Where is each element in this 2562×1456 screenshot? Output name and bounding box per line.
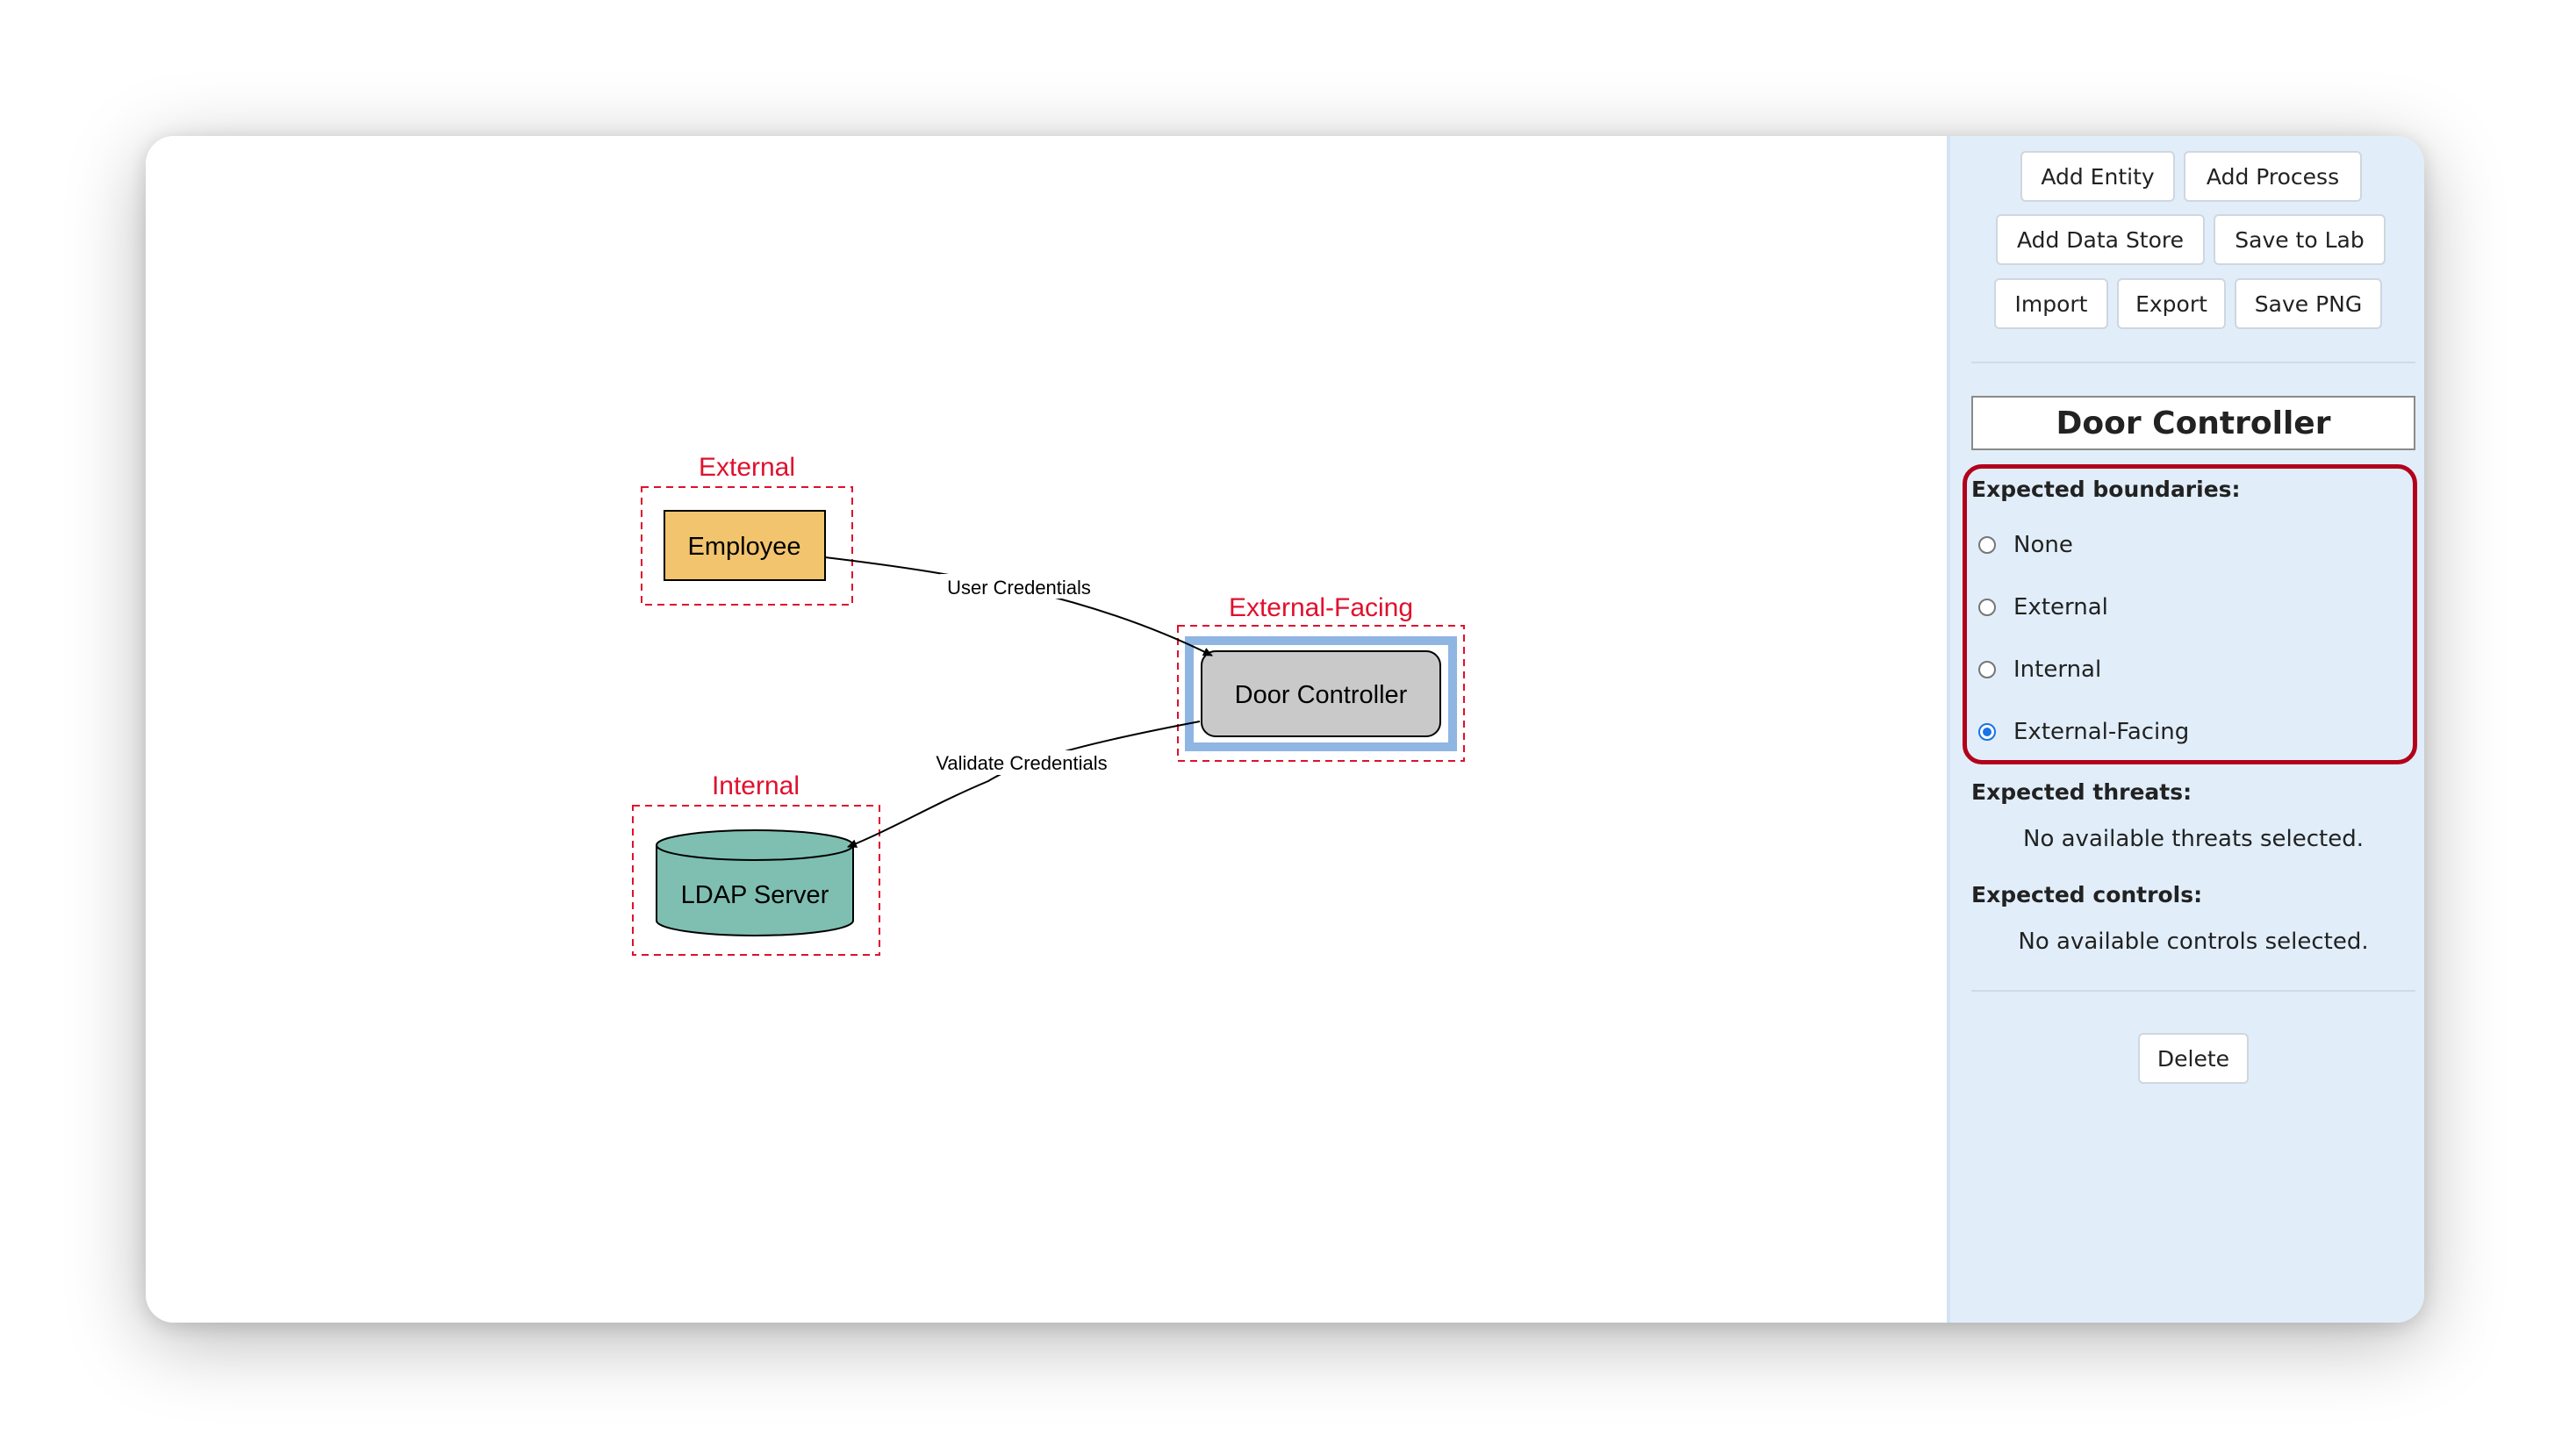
boundary-option-external[interactable]: External [1978,590,2108,625]
entity-employee[interactable]: Employee [664,510,826,581]
datastore-ldap-server[interactable]: LDAP Server [656,829,854,936]
process-door-controller[interactable]: Door Controller [1185,636,1457,751]
flow-user-credentials-label: User Credentials [947,577,1091,599]
boundary-option-internal[interactable]: Internal [1978,652,2101,687]
element-name-input[interactable] [1971,396,2415,450]
radio-label-internal: Internal [2013,656,2102,683]
boundaries-highlight [1963,464,2417,764]
boundary-internal[interactable]: Internal [632,771,880,956]
diagram-canvas[interactable]: External Employee External-Facing Door C… [146,136,1947,1323]
flow-validate-credentials[interactable]: Validate Credentials [847,721,1201,848]
toolbar-divider [1971,362,2415,363]
boundaries-label: Expected boundaries: [1971,477,2241,502]
process-door-controller-label: Door Controller [1235,681,1408,709]
boundary-label-internal: Internal [712,771,800,800]
controls-label: Expected controls: [1971,882,2203,907]
import-button[interactable]: Import [1994,278,2108,329]
datastore-ldap-server-label: LDAP Server [681,881,829,909]
threats-label: Expected threats: [1971,779,2192,805]
add-entity-button[interactable]: Add Entity [2020,151,2175,202]
radio-internal[interactable] [1978,661,1996,678]
add-process-button[interactable]: Add Process [2184,151,2362,202]
diagram-svg[interactable]: External Employee External-Facing Door C… [146,136,1947,1323]
radio-label-none: None [2013,532,2073,558]
save-to-lab-button[interactable]: Save to Lab [2214,214,2386,265]
threats-empty-message: No available threats selected. [2023,826,2364,852]
entity-employee-label: Employee [688,533,801,561]
flow-validate-credentials-label: Validate Credentials [936,752,1107,774]
controls-empty-message: No available controls selected. [2018,929,2369,955]
radio-none[interactable] [1978,536,1996,554]
radio-external[interactable] [1978,599,1996,616]
controls-divider [1971,990,2415,992]
app-window: External Employee External-Facing Door C… [146,136,2424,1323]
add-data-store-button[interactable]: Add Data Store [1996,214,2205,265]
boundary-label-external: External [699,453,795,482]
boundary-external-facing[interactable]: External-Facing [1177,593,1465,762]
boundary-option-none[interactable]: None [1978,527,2073,563]
radio-label-external-facing: External-Facing [2013,719,2190,745]
boundary-option-external-facing[interactable]: External-Facing [1978,714,2189,750]
properties-sidebar: Add Entity Add Process Add Data Store Sa… [1947,136,2424,1323]
radio-label-external: External [2013,594,2108,620]
flow-user-credentials[interactable]: User Credentials [824,556,1213,656]
delete-button[interactable]: Delete [2138,1033,2249,1084]
save-png-button[interactable]: Save PNG [2235,278,2382,329]
boundary-label-external-facing: External-Facing [1229,593,1413,622]
export-button[interactable]: Export [2117,278,2226,329]
radio-external-facing[interactable] [1978,723,1996,741]
boundary-external[interactable]: External [641,453,853,606]
